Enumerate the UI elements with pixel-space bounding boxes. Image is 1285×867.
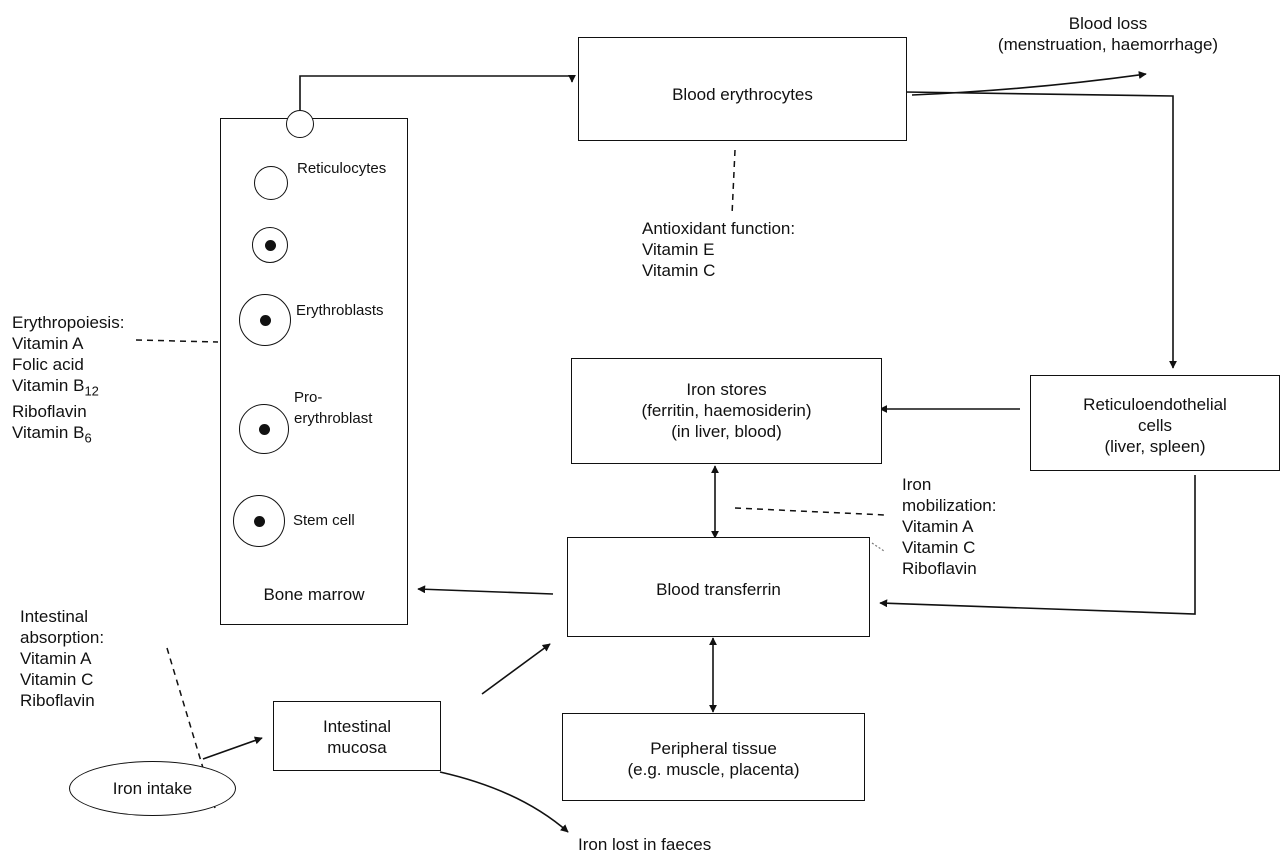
erythroblast-cell xyxy=(239,294,291,346)
blood-transferrin-label: Blood transferrin xyxy=(656,580,781,599)
late-erythroblast-cell xyxy=(252,227,288,263)
reticulocytes-label: Reticulocytes xyxy=(297,160,387,177)
bone-marrow-box: Bone marrow xyxy=(220,118,408,625)
iron-mobilization-list: Iron mobilization: Vitamin A Vitamin C R… xyxy=(902,475,997,578)
erythropoiesis-list: Erythropoiesis: Vitamin A Folic acid Vit… xyxy=(12,312,124,449)
arrow-iron-lost xyxy=(439,771,569,833)
stem-cell-label: Stem cell xyxy=(293,512,355,529)
dash-absorption xyxy=(166,647,216,809)
proerythroblast-cell xyxy=(239,404,289,454)
iron-intake-label: Iron intake xyxy=(112,779,193,798)
nucleus xyxy=(258,423,270,435)
blood-loss-label: Blood loss (menstruation, haemorrhage) xyxy=(997,14,1219,54)
arrow-re-to-transferrin xyxy=(879,475,1196,615)
antioxidant-list: Antioxidant function: Vitamin E Vitamin … xyxy=(642,219,796,280)
iron-lost-label: Iron lost in faeces xyxy=(578,835,712,854)
nucleus xyxy=(259,314,271,326)
dash-antioxidant xyxy=(731,149,736,216)
dash-mobilization xyxy=(734,507,886,516)
nucleus xyxy=(264,239,276,251)
arrow-mucosa-to-transferrin xyxy=(481,643,551,695)
blood-erythrocytes-box: Blood erythrocytes xyxy=(578,37,907,141)
bone-marrow-label: Bone marrow xyxy=(263,585,365,604)
blood-transferrin-box: Blood transferrin xyxy=(567,537,870,637)
blood-erythrocytes-label: Blood erythrocytes xyxy=(672,85,813,104)
arrow-intake-to-mucosa xyxy=(202,736,263,760)
mature-erythrocyte-cell xyxy=(286,110,314,138)
iron-stores-box: Iron stores (ferritin, haemosiderin) (in… xyxy=(571,358,882,464)
reticuloendothelial-label: Reticuloendothelial cells (liver, spleen… xyxy=(1083,395,1227,456)
vitamin-b6-item: Vitamin B6 xyxy=(12,423,92,446)
stem-cell xyxy=(233,495,285,547)
iron-intake-ellipse: Iron intake xyxy=(69,761,236,816)
stray-mark xyxy=(871,542,885,552)
dash-erythropoiesis xyxy=(135,339,219,343)
intestinal-mucosa-box: Intestinal mucosa xyxy=(273,701,441,771)
arrow-transferrin-to-marrow xyxy=(417,585,554,595)
intestinal-mucosa-label: Intestinal mucosa xyxy=(322,717,392,757)
peripheral-tissue-box: Peripheral tissue (e.g. muscle, placenta… xyxy=(562,713,865,801)
proerythroblast-label: Pro- erythroblast xyxy=(294,389,373,427)
iron-stores-label: Iron stores (ferritin, haemosiderin) (in… xyxy=(641,380,812,441)
arrow-blood-loss xyxy=(911,71,1147,96)
reticulocyte-cell xyxy=(254,166,288,200)
erythroblasts-label: Erythroblasts xyxy=(296,302,384,319)
arrow-marrow-to-erythrocytes xyxy=(299,74,576,112)
vitamin-b12-item: Vitamin B12 xyxy=(12,376,99,399)
reticuloendothelial-box: Reticuloendothelial cells (liver, spleen… xyxy=(1030,375,1280,471)
intestinal-absorption-list: Intestinal absorption: Vitamin A Vitamin… xyxy=(20,607,105,710)
peripheral-tissue-label: Peripheral tissue (e.g. muscle, placenta… xyxy=(627,739,800,779)
nucleus xyxy=(253,515,265,527)
arrow-erythrocytes-to-re xyxy=(904,91,1177,369)
